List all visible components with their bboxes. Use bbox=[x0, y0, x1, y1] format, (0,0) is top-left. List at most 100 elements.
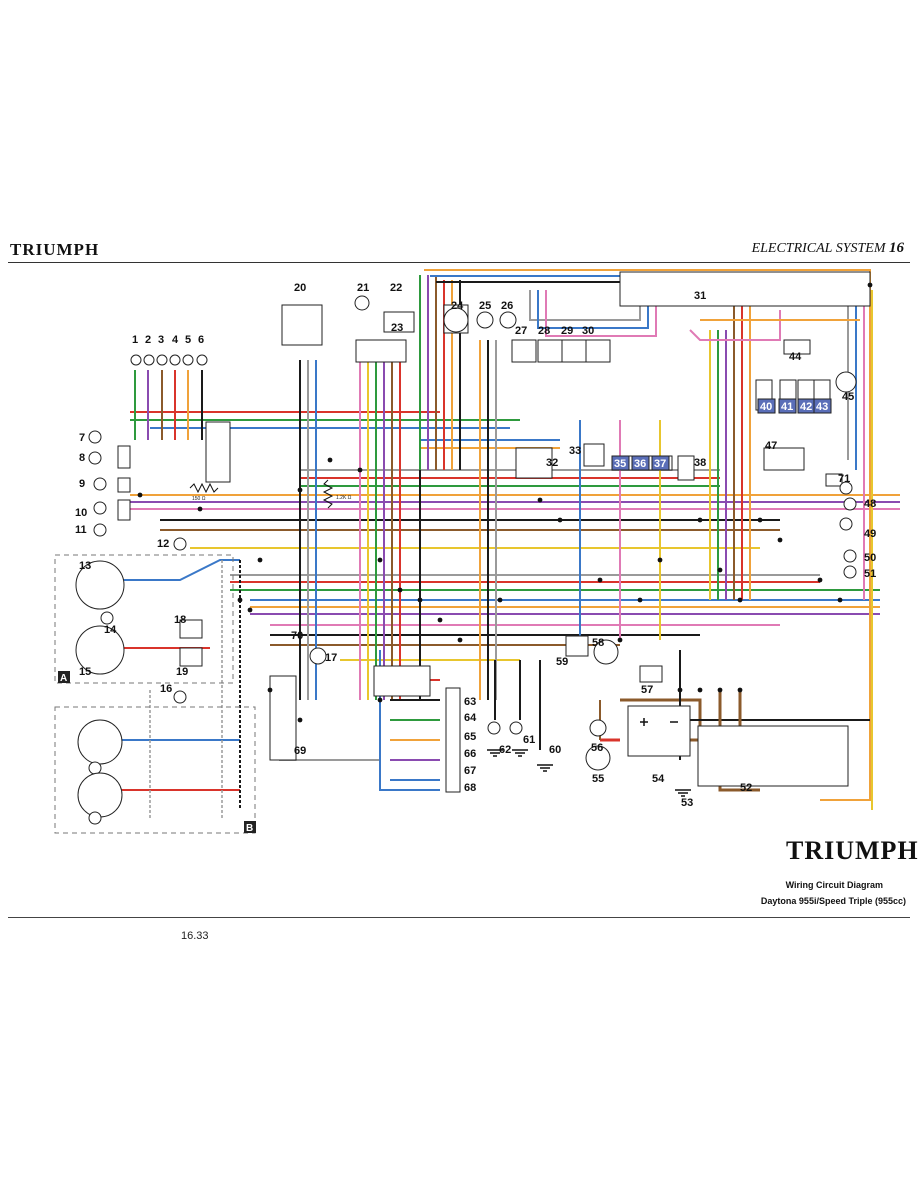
component-number-32: 32 bbox=[546, 457, 558, 469]
component-number-43: 43 bbox=[816, 401, 828, 413]
lamp-icon bbox=[93, 501, 107, 515]
junction-dot bbox=[817, 577, 823, 583]
component-number-65: 65 bbox=[464, 731, 476, 743]
component-number-10: 10 bbox=[75, 507, 87, 519]
component-box bbox=[585, 339, 611, 363]
lamp-icon bbox=[839, 517, 853, 531]
component-number-13: 13 bbox=[79, 560, 91, 572]
header-rule bbox=[8, 262, 910, 263]
component-number-53: 53 bbox=[681, 797, 693, 809]
component-number-69: 69 bbox=[294, 745, 306, 757]
component-number-23: 23 bbox=[391, 322, 403, 334]
component-number-63: 63 bbox=[464, 696, 476, 708]
component-number-5: 5 bbox=[185, 334, 191, 346]
junction-dot bbox=[757, 517, 763, 523]
resistor-icon bbox=[189, 482, 219, 494]
component-number-52: 52 bbox=[740, 782, 752, 794]
component-number-48: 48 bbox=[864, 498, 876, 510]
junction-dot bbox=[437, 617, 443, 623]
junction-dot bbox=[617, 637, 623, 643]
component-number-19: 19 bbox=[176, 666, 188, 678]
component-box bbox=[783, 339, 811, 355]
component-number-21: 21 bbox=[357, 282, 369, 294]
wire-layer bbox=[90, 269, 900, 820]
component-number-56: 56 bbox=[591, 742, 603, 754]
component-box bbox=[355, 339, 407, 363]
component-number-1: 1 bbox=[132, 334, 138, 346]
component-number-36: 36 bbox=[634, 458, 646, 470]
component-number-25: 25 bbox=[479, 300, 491, 312]
component-number-62: 62 bbox=[499, 744, 511, 756]
junction-dot bbox=[357, 467, 363, 473]
component-number-42: 42 bbox=[800, 401, 812, 413]
header-brand-logo: TRIUMPH bbox=[10, 240, 100, 259]
component-number-8: 8 bbox=[79, 452, 85, 464]
component-number-14: 14 bbox=[104, 624, 117, 636]
junction-dot bbox=[297, 717, 303, 723]
component-number-33: 33 bbox=[569, 445, 581, 457]
component-number-71: 71 bbox=[838, 473, 850, 485]
junction-dot bbox=[717, 687, 723, 693]
lamp-icon bbox=[88, 811, 102, 825]
component-box bbox=[383, 311, 415, 333]
component-number-35: 35 bbox=[614, 458, 626, 470]
wire bbox=[90, 559, 240, 581]
junction-dot bbox=[697, 517, 703, 523]
component-box bbox=[583, 443, 605, 467]
component-box bbox=[825, 473, 843, 487]
component-number-3: 3 bbox=[158, 334, 164, 346]
component-number-70: 70 bbox=[291, 630, 303, 642]
lamp-icon bbox=[169, 354, 181, 366]
section-b-outline bbox=[54, 706, 256, 834]
lamp-icon bbox=[309, 647, 327, 665]
junction-dot bbox=[557, 517, 563, 523]
component-box bbox=[117, 445, 131, 469]
component-box bbox=[537, 339, 563, 363]
lamp-icon bbox=[100, 611, 114, 625]
resistor-value-label: 1.2K Ω bbox=[336, 495, 352, 501]
component-badge bbox=[757, 398, 776, 414]
component-number-9: 9 bbox=[79, 478, 85, 490]
component-box bbox=[511, 339, 537, 363]
section-label-A: A bbox=[60, 673, 67, 684]
component-number-27: 27 bbox=[515, 325, 527, 337]
junction-dot bbox=[297, 487, 303, 493]
component-box bbox=[373, 665, 431, 697]
component-number-22: 22 bbox=[390, 282, 402, 294]
section-label-B: B bbox=[246, 823, 253, 834]
component-number-6: 6 bbox=[198, 334, 204, 346]
section-badge bbox=[244, 821, 256, 833]
component-number-26: 26 bbox=[501, 300, 513, 312]
component-number-58: 58 bbox=[592, 637, 604, 649]
diagram-caption-model: Daytona 955i/Speed Triple (955cc) bbox=[760, 896, 906, 906]
component-number-41: 41 bbox=[781, 401, 793, 413]
junction-dot bbox=[397, 587, 403, 593]
lamp-icon bbox=[77, 719, 123, 765]
component-number-66: 66 bbox=[464, 748, 476, 760]
junction-dot bbox=[377, 697, 383, 703]
junction-dot bbox=[257, 557, 263, 563]
component-number-12: 12 bbox=[157, 538, 169, 550]
component-box bbox=[179, 619, 203, 639]
lamp-icon bbox=[835, 371, 857, 393]
header-section-title: ELECTRICAL SYSTEM 16 bbox=[752, 240, 904, 257]
lamp-icon bbox=[593, 639, 619, 665]
junction-dot bbox=[717, 567, 723, 573]
component-badge bbox=[631, 455, 650, 471]
component-layer bbox=[54, 271, 873, 834]
lamp-icon bbox=[75, 625, 125, 675]
section-title-text: ELECTRICAL SYSTEM bbox=[751, 241, 886, 256]
lamp-icon bbox=[156, 354, 168, 366]
component-number-17: 17 bbox=[325, 652, 337, 664]
lamp-icon bbox=[354, 295, 370, 311]
junction-dot bbox=[537, 497, 543, 503]
component-number-2: 2 bbox=[145, 334, 151, 346]
lamp-icon bbox=[173, 690, 187, 704]
lamp-icon bbox=[843, 497, 857, 511]
component-number-20: 20 bbox=[294, 282, 306, 294]
component-number-57: 57 bbox=[641, 684, 653, 696]
lamp-icon bbox=[196, 354, 208, 366]
diagram-caption-title: Wiring Circuit Diagram bbox=[785, 880, 883, 890]
lamp-icon bbox=[93, 523, 107, 537]
component-number-24: 24 bbox=[451, 300, 464, 312]
